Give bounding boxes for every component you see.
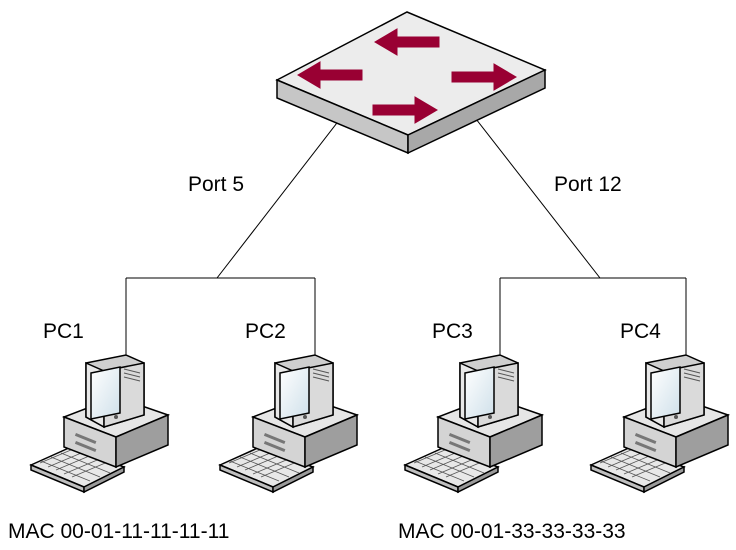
pc-label: PC4	[620, 320, 661, 343]
mac-label-right: MAC 00-01-33-33-33-33	[398, 520, 626, 543]
link-port-5	[216, 118, 341, 279]
pc-label: PC3	[432, 320, 473, 343]
pc-label: PC1	[43, 320, 84, 343]
mac-label-left: MAC 00-01-11-11-11-11	[8, 520, 230, 543]
pc-icon	[30, 354, 169, 493]
link-port-12	[475, 118, 601, 279]
port-label-12: Port 12	[554, 173, 622, 196]
links	[125, 118, 687, 355]
pc-icon	[590, 354, 729, 493]
port-label-5: Port 5	[188, 173, 245, 196]
pc-label: PC2	[245, 320, 286, 343]
pc-icon	[219, 354, 358, 493]
pc-icon	[404, 354, 543, 493]
switch	[275, 11, 547, 155]
